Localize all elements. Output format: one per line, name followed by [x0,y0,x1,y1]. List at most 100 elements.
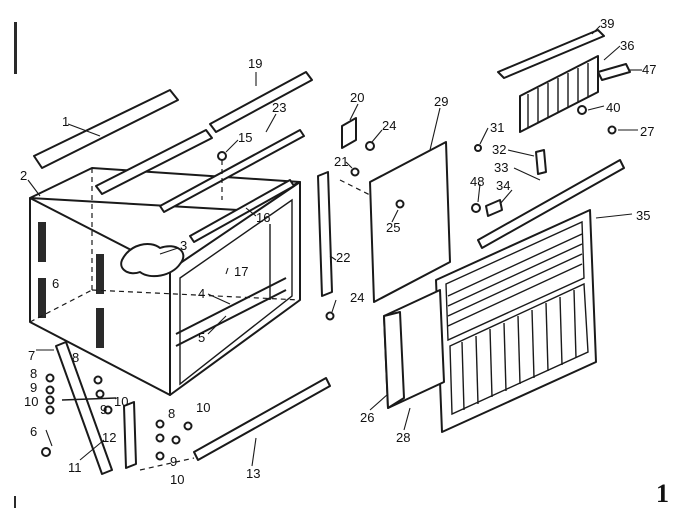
screw-40 [577,105,587,115]
callout-13: 13 [246,466,260,481]
side-channel-22 [317,171,333,297]
louver-vanes [527,63,589,128]
lever-47 [597,63,631,81]
bracket-32 [535,149,547,175]
callout-16: 16 [256,210,270,225]
side-slot-3 [96,254,104,294]
filter-edge-26 [383,311,405,409]
callout-9-right: 9 [170,454,177,469]
cabinet-case [29,167,301,396]
callout-24-upper: 24 [382,118,396,133]
hidden-edge-3 [91,289,301,301]
side-slot-4 [96,308,104,348]
top-trim-33 [477,159,625,249]
side-slot-1 [38,222,46,262]
callout-39: 39 [600,16,614,31]
callout-33: 33 [494,160,508,175]
leader-lines [27,25,642,467]
callout-36: 36 [620,38,634,53]
callout-6-lower: 6 [30,424,37,439]
callout-labels: 1 2 3 4 5 6 6 7 8 8 8 9 9 9 10 10 10 10 … [20,16,656,487]
callout-24-lower: 24 [350,290,364,305]
bottom-rail [175,289,287,347]
callout-35: 35 [636,208,650,223]
callout-7: 7 [28,348,35,363]
edge-mark-bottom [14,496,16,508]
callout-26: 26 [360,410,374,425]
page-mark: 1 [656,479,669,508]
bracket-path [339,179,373,197]
callout-22: 22 [336,250,350,265]
grille-upper-louvers [445,220,585,342]
callout-3: 3 [180,238,187,253]
callout-28: 28 [396,430,410,445]
bracket-20 [341,117,357,149]
upper-rail [175,277,287,335]
callout-8-right: 8 [168,406,175,421]
callout-2: 2 [20,168,27,183]
panel-29 [369,141,451,303]
screw-24-lower [325,311,335,321]
callout-10-right: 10 [196,400,210,415]
front-grille-35 [435,209,597,433]
grille-lower-mesh [449,282,589,416]
callout-4: 4 [198,286,205,301]
callout-29: 29 [434,94,448,109]
screw-24-upper [365,141,375,151]
callout-8-mid: 8 [72,350,79,365]
cabinet-left-side [29,197,171,396]
callout-20: 20 [350,90,364,105]
fastener-48 [471,203,481,213]
gasket-seal [120,243,185,278]
washers-right [155,419,193,461]
side-rail-11 [55,341,113,475]
callout-10-bottom: 10 [170,472,184,487]
callout-34: 34 [496,178,510,193]
callout-9-mid: 9 [100,402,107,417]
screw-21 [350,167,360,177]
callout-6-upper: 6 [52,276,59,291]
callout-48: 48 [470,174,484,189]
screw-27 [607,125,617,135]
callout-15: 15 [238,130,252,145]
bottom-rail-path [139,457,195,471]
side-slot-2 [38,278,46,318]
channel-strip [95,129,213,195]
edge-mark-top [14,22,17,74]
screw-25 [395,199,405,209]
top-trim-strip-19 [209,71,313,133]
hidden-edge-1 [29,289,93,323]
callout-10-mid: 10 [114,394,128,409]
bracket-12 [123,401,137,469]
grille-upper-slats [447,233,583,327]
callout-31: 31 [490,120,504,135]
callout-47: 47 [642,62,656,77]
callout-27: 27 [640,124,654,139]
callout-5: 5 [198,330,205,345]
washers-left [41,373,113,457]
top-trim-strip-1 [33,89,179,169]
cabinet-front-opening [179,198,293,386]
bottom-rail-13 [193,377,331,461]
callout-10-left: 10 [24,394,38,409]
louver-rail-39 [497,29,605,79]
top-trim-strip-23 [159,129,305,213]
callout-32: 32 [492,142,506,157]
callout-17: 17 [234,264,248,279]
grille-mesh-lines [461,289,577,411]
top-trim-strip-16 [189,179,295,243]
callout-21: 21 [334,154,348,169]
callout-8-left: 8 [30,366,37,381]
callout-40: 40 [606,100,620,115]
callout-11: 11 [68,460,82,475]
callout-9-left: 9 [30,380,37,395]
clip-31 [474,144,482,152]
callout-1: 1 [62,114,69,129]
screw-15 [217,151,227,161]
clip-34 [485,199,503,217]
callout-12: 12 [102,430,116,445]
callout-19: 19 [248,56,262,71]
callout-23: 23 [272,100,286,115]
